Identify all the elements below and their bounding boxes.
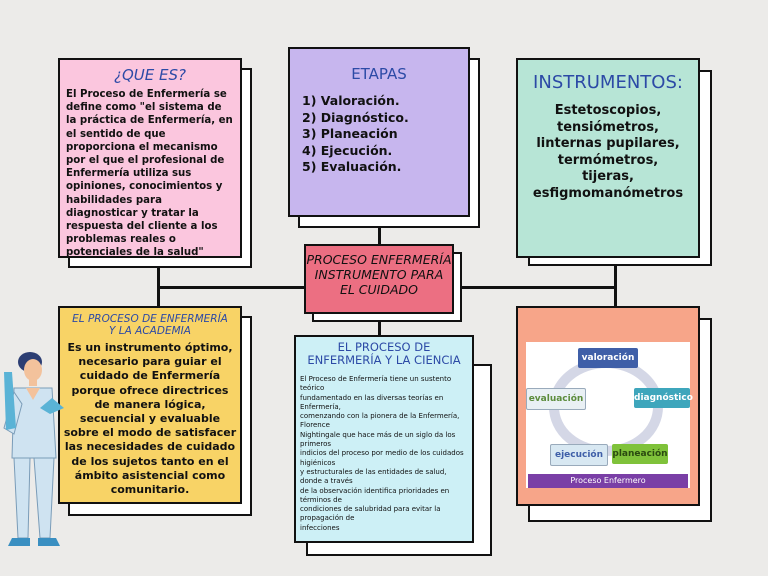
diagram-card: valoración diagnóstico planeación ejecuc… — [516, 306, 700, 506]
academia-title-line1: EL PROCESO DE ENFERMERÍA — [72, 313, 228, 325]
academia-text: Es un instrumento óptimo, necesario para… — [63, 341, 237, 497]
ciencia-text: El Proceso de Enfermería tiene un susten… — [296, 367, 472, 533]
etapa-item: 3) Planeación — [302, 126, 398, 141]
connector-v-top — [378, 215, 381, 245]
nurse-head — [24, 359, 42, 381]
nurse-collar — [26, 388, 40, 400]
etapa-item: 2) Diagnóstico. — [302, 109, 409, 125]
que-es-title: ¿QUE ES? — [114, 66, 186, 84]
etapas-card: ETAPAS 1) Valoración. 2) Diagnóstico. 3)… — [288, 47, 470, 217]
process-diagram: valoración diagnóstico planeación ejecuc… — [526, 342, 693, 488]
step-planeacion: planeación — [612, 444, 668, 464]
academia-title-line2: Y LA ACADEMIA — [109, 325, 191, 337]
ciencia-line: El Proceso de Enfermería tiene un susten… — [300, 375, 452, 393]
instrumento-item: linternas pupilares, — [536, 136, 680, 151]
nurse-glove — [40, 398, 64, 414]
etapa-item: 5) Evaluación. — [302, 159, 402, 174]
nurse-neck — [29, 378, 37, 386]
instrumento-item: esfigmomanómetros — [532, 185, 684, 201]
nurse-shoes — [8, 538, 60, 546]
connector-v-bottom — [378, 318, 381, 338]
central-card: PROCESO ENFERMERÍA INSTRUMENTO PARA EL C… — [304, 244, 454, 314]
step-diagnostico: diagnóstico — [634, 388, 693, 408]
que-es-card: ¿QUE ES? El Proceso de Enfermería se def… — [58, 58, 242, 258]
central-title-line1: PROCESO ENFERMERÍA — [306, 252, 452, 267]
instrumento-item: Estetoscopios, — [554, 103, 662, 118]
etapa-item: 1) Valoración. — [302, 93, 400, 108]
academia-card: EL PROCESO DE ENFERMERÍA Y LA ACADEMIA E… — [58, 306, 242, 504]
ciencia-line: comenzando con la pionera de la Enfermer… — [300, 412, 460, 430]
ciencia-line: indicios del proceso por medio de los cu… — [300, 449, 464, 467]
central-title-line2: INSTRUMENTO PARA — [314, 267, 444, 282]
instrumentos-list: Estetoscopios, tensiómetros, linternas p… — [518, 103, 698, 202]
ciencia-title-line1: EL PROCESO DE — [337, 340, 431, 354]
ciencia-line: condiciones de salubridad para evitar la… — [300, 505, 441, 523]
ciencia-card: EL PROCESO DE ENFERMERÍA Y LA CIENCIA El… — [294, 335, 474, 543]
instrumento-item: tensiómetros, — [556, 119, 659, 135]
diagram-caption: Proceso Enfermero — [528, 474, 688, 488]
ciencia-line: Nightingale que hace más de un siglo da … — [300, 430, 456, 449]
etapas-title: ETAPAS — [351, 65, 407, 83]
etapa-item: 4) Ejecución. — [302, 142, 393, 158]
connector-v-left — [157, 258, 160, 308]
ciencia-line: fundamentado en las diversas teorías en … — [300, 393, 444, 411]
instrumentos-title: INSTRUMENTOS: — [533, 72, 683, 93]
nurse-glove — [4, 372, 16, 430]
nurse-illustration — [3, 352, 64, 546]
central-title-line3: EL CUIDADO — [339, 282, 419, 297]
instrumento-item: termómetros, — [557, 152, 659, 168]
que-es-text: El Proceso de Enfermería se define como … — [66, 89, 233, 259]
nurse-pants — [13, 457, 55, 539]
step-evaluacion: evaluación — [526, 388, 586, 410]
ciencia-line: infecciones — [300, 523, 340, 532]
ciencia-title-line2: ENFERMERÍA Y LA CIENCIA — [307, 353, 461, 367]
step-valoracion: valoración — [578, 348, 638, 368]
instrumentos-card: INSTRUMENTOS: Estetoscopios, tensiómetro… — [516, 58, 700, 258]
ciencia-line: de la observación identifica prioridades… — [300, 486, 450, 504]
step-ejecucion: ejecución — [550, 444, 608, 466]
connector-h-left — [158, 286, 306, 289]
instrumento-item: tijeras, — [582, 169, 634, 184]
connector-v-right — [614, 256, 617, 308]
connector-h-right — [454, 286, 616, 289]
ciencia-line: y estructurales de las entidades de salu… — [300, 467, 447, 486]
etapas-list: 1) Valoración. 2) Diagnóstico. 3) Planea… — [290, 83, 468, 176]
